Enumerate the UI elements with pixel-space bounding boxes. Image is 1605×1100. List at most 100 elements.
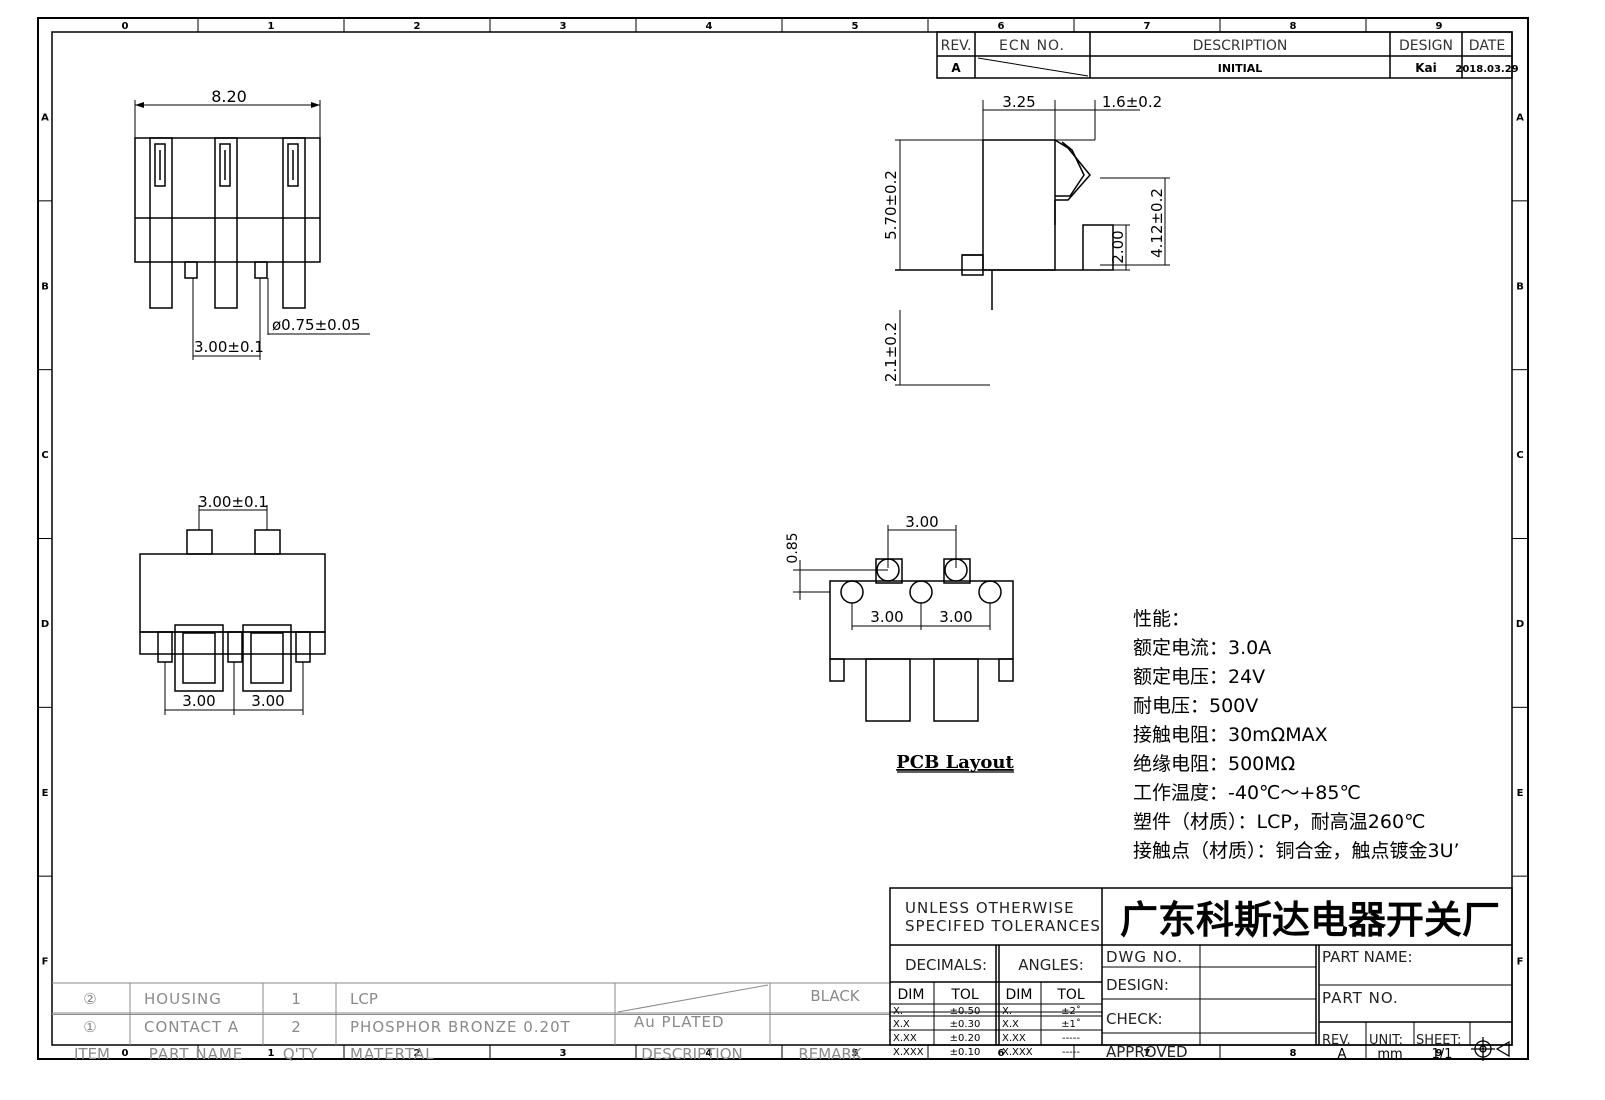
frame-col-label: 0 — [122, 21, 129, 32]
bom-header-remark: REMARK — [798, 1045, 863, 1063]
dec-dim: X.XXX — [893, 1047, 924, 1058]
part-no-label: PART NO. — [1322, 989, 1399, 1007]
bom-material: PHOSPHOR BRONZE 0.20T — [350, 1018, 571, 1036]
dec-tol: ±0.50 — [950, 1006, 981, 1017]
ang-dim: X.XXX — [1002, 1047, 1033, 1058]
frame-col-label: 9 — [1436, 1048, 1443, 1059]
description-value: INITIAL — [1218, 62, 1263, 75]
front-width-dim: 8.20 — [211, 87, 247, 106]
dim-label: DIM — [1006, 987, 1033, 1003]
spec-line: 工作温度：-40℃～+85℃ — [1133, 782, 1361, 804]
dec-tol: ±0.10 — [950, 1047, 981, 1058]
projection-symbol-icon — [1471, 1037, 1510, 1061]
design-value: Kai — [1415, 61, 1437, 75]
bom-material: LCP — [350, 990, 378, 1008]
dim-label: DIM — [898, 987, 925, 1003]
bottom-dim-1: 3.00 — [182, 692, 215, 710]
bottom-dim-2: 3.00 — [251, 692, 284, 710]
frame-col-label: 4 — [706, 1048, 713, 1059]
pcb-dim-left: 3.00 — [870, 608, 903, 626]
ang-dim: X.XX — [1002, 1033, 1026, 1044]
frame-row-label: B — [1516, 281, 1524, 292]
frame-row-label: D — [41, 619, 49, 630]
pcb-dim-top: 3.00 — [905, 513, 938, 531]
frame-row-label: F — [1517, 957, 1524, 968]
frame-col-label: 1 — [268, 1048, 275, 1059]
title-block — [889, 887, 1513, 1046]
side-dim-2-00: 2.00 — [1109, 230, 1127, 263]
pcb-layout-view — [793, 525, 1014, 722]
sheet-label: SHEET: — [1416, 1033, 1461, 1048]
bom-header-qty: Q'TY — [283, 1045, 318, 1063]
description-header: DESCRIPTION — [1193, 38, 1288, 54]
pcb-dim-right: 3.00 — [939, 608, 972, 626]
bom-description: Au PLATED — [634, 1013, 725, 1031]
side-view — [895, 100, 1170, 386]
side-dim-1-6: 1.6±0.2 — [1102, 93, 1162, 111]
spec-line: 绝缘电阻：500MΩ — [1133, 753, 1295, 775]
dec-dim: X.X — [893, 1019, 910, 1030]
ang-tol: ±1˚ — [1061, 1018, 1081, 1030]
ang-tol: ±2˚ — [1061, 1005, 1081, 1017]
frame-row-label: A — [41, 112, 49, 123]
front-view — [134, 100, 370, 360]
rev-header: REV. — [941, 38, 972, 54]
frame-col-label: 0 — [122, 1048, 129, 1059]
rev-label: REV. — [1322, 1033, 1351, 1048]
frame-col-label: 3 — [560, 1048, 567, 1059]
front-pin-dia-dim: ø0.75±0.05 — [272, 316, 361, 334]
frame-row-label: B — [41, 281, 49, 292]
bom-header-description: DESCRIPTION — [641, 1045, 743, 1063]
frame-col-label: 5 — [852, 21, 859, 32]
frame-col-label: 4 — [706, 21, 713, 32]
tol-label: TOL — [950, 987, 979, 1003]
unit-label: UNIT: — [1369, 1033, 1403, 1048]
frame-col-label: 7 — [1144, 21, 1151, 32]
frame-row-label: A — [1516, 112, 1524, 123]
frame-row-label: D — [1516, 619, 1524, 630]
date-value: 2018.03.29 — [1455, 64, 1518, 75]
company-name: 广东科斯达电器开关厂 — [1120, 898, 1500, 942]
frame-row-label: F — [42, 957, 49, 968]
spec-line: 耐电压：500V — [1133, 695, 1258, 717]
bom-header-part: PART NAME — [149, 1045, 244, 1063]
side-dim-4-12: 4.12±0.2 — [1148, 188, 1166, 258]
design-header: DESIGN — [1399, 38, 1453, 54]
pcb-dim-offset: 0.85 — [785, 532, 801, 563]
frame-col-label: 3 — [560, 21, 567, 32]
frame-col-label: 2 — [414, 21, 421, 32]
front-pitch-dim: 3.00±0.1 — [194, 338, 264, 356]
bom-header-item: ITEM — [74, 1045, 110, 1063]
check-label: CHECK: — [1106, 1010, 1163, 1028]
frame-col-label: 8 — [1290, 1048, 1297, 1059]
frame-col-label: 6 — [998, 21, 1005, 32]
frame-row-label: E — [1517, 788, 1524, 799]
rev-value: A — [951, 61, 961, 75]
specs-title: 性能： — [1133, 608, 1190, 630]
ecn-header: ECN NO. — [999, 38, 1065, 54]
rev-value-tb: A — [1338, 1047, 1347, 1062]
side-dim-3-25: 3.25 — [1002, 93, 1035, 111]
frame-col-label: 7 — [1144, 1048, 1151, 1059]
design-label: DESIGN: — [1106, 976, 1169, 994]
frame-col-label: 9 — [1436, 21, 1443, 32]
dec-dim: X.XX — [893, 1033, 917, 1044]
frame-row-label: C — [41, 450, 48, 461]
bottom-view — [139, 505, 326, 715]
approved-label: APPROVED — [1106, 1043, 1188, 1061]
bottom-top-dim: 3.00±0.1 — [198, 493, 268, 511]
frame-col-label: 2 — [414, 1048, 421, 1059]
inner-border — [51, 31, 1513, 1046]
sheet-value: 1/1 — [1432, 1047, 1453, 1062]
side-dim-5-70: 5.70±0.2 — [882, 170, 900, 240]
frame-row-label: E — [42, 788, 49, 799]
frame-row-label: C — [1516, 450, 1523, 461]
specs-block: 性能： 额定电流：3.0A 额定电压：24V 耐电压：500V 接触电阻：30m… — [1133, 608, 1460, 862]
angles-label: ANGLES: — [1018, 956, 1084, 974]
frame-col-label: 1 — [268, 21, 275, 32]
frame-col-label: 6 — [998, 1048, 1005, 1059]
spec-line: 接触点（材质）：铜合金，触点镀金3U’ — [1133, 840, 1460, 862]
